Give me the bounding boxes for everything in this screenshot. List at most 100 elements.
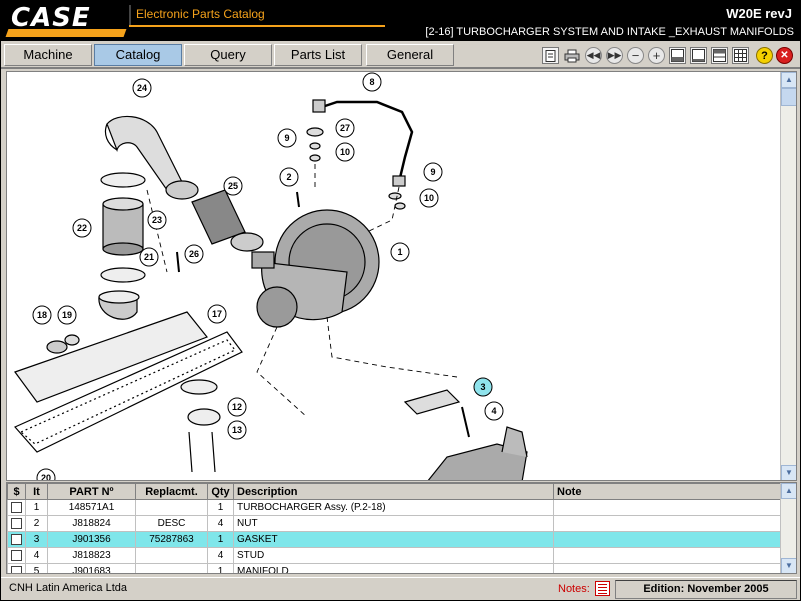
notes-icon[interactable] xyxy=(595,581,610,596)
tab-general[interactable]: General xyxy=(366,44,454,66)
callout-9b[interactable]: 9 xyxy=(423,162,443,182)
svg-text:17: 17 xyxy=(212,309,222,319)
table-row[interactable]: 1 148571A1 1 TURBOCHARGER Assy. (P.2-18) xyxy=(7,499,782,516)
full-view-icon[interactable] xyxy=(690,47,707,64)
svg-text:26: 26 xyxy=(189,249,199,259)
table-row-selected[interactable]: 3 J901356 75287863 1 GASKET xyxy=(7,531,782,548)
callout-20[interactable]: 20 xyxy=(36,468,56,481)
exploded-view-drawing: 24 8 27 9 10 2 25 9 10 1 22 23 26 21 18 … xyxy=(14,72,528,481)
grid-icon[interactable] xyxy=(732,47,749,64)
col-select[interactable]: $ xyxy=(7,483,26,500)
callout-12[interactable]: 12 xyxy=(227,397,247,417)
callout-13[interactable]: 13 xyxy=(227,420,247,440)
callout-1[interactable]: 1 xyxy=(390,242,410,262)
cell-item: 2 xyxy=(25,515,48,532)
rewind-icon[interactable]: ◀◀ xyxy=(585,47,602,64)
svg-text:21: 21 xyxy=(144,252,154,262)
callout-24[interactable]: 24 xyxy=(132,78,152,98)
svg-text:13: 13 xyxy=(232,425,242,435)
row-checkbox[interactable] xyxy=(11,517,22,529)
callout-21[interactable]: 21 xyxy=(139,247,159,267)
scroll-up-arrow-icon[interactable]: ▲ xyxy=(781,72,796,88)
cell-part: J901356 xyxy=(47,531,136,548)
cell-qty: 4 xyxy=(207,547,234,564)
svg-text:4: 4 xyxy=(491,406,496,416)
callout-17[interactable]: 17 xyxy=(207,304,227,324)
row-checkbox[interactable] xyxy=(11,533,22,545)
svg-text:23: 23 xyxy=(152,215,162,225)
cell-note xyxy=(553,531,782,548)
tab-query[interactable]: Query xyxy=(184,44,272,66)
tab-catalog[interactable]: Catalog xyxy=(94,44,182,66)
col-qty[interactable]: Qty xyxy=(207,483,234,500)
cell-item: 3 xyxy=(25,531,48,548)
cell-note xyxy=(553,515,782,532)
callout-3[interactable]: 3 xyxy=(473,377,493,397)
cell-replacement xyxy=(135,499,208,516)
edition-label: Edition: November 2005 xyxy=(615,580,797,599)
row-checkbox[interactable] xyxy=(11,565,22,573)
callout-23[interactable]: 23 xyxy=(147,210,167,230)
svg-text:9: 9 xyxy=(284,133,289,143)
scroll-down-arrow-icon[interactable]: ▼ xyxy=(781,558,796,573)
tab-parts-list[interactable]: Parts List xyxy=(274,44,362,66)
callout-26[interactable]: 26 xyxy=(184,244,204,264)
callout-9[interactable]: 9 xyxy=(277,128,297,148)
row-checkbox[interactable] xyxy=(11,501,22,513)
fast-forward-icon[interactable]: ▶▶ xyxy=(606,47,623,64)
table-row[interactable]: 5 J901683 1 MANIFOLD xyxy=(7,563,782,573)
scroll-down-arrow-icon[interactable]: ▼ xyxy=(781,465,796,480)
callout-4[interactable]: 4 xyxy=(484,401,504,421)
drawing-scrollbar[interactable]: ▲ ▼ xyxy=(780,72,796,480)
svg-text:25: 25 xyxy=(228,181,238,191)
scroll-up-arrow-icon[interactable]: ▲ xyxy=(781,483,796,499)
svg-text:18: 18 xyxy=(37,310,47,320)
cell-qty: 1 xyxy=(207,563,234,573)
col-part-number[interactable]: PART Nº xyxy=(47,483,136,500)
callout-22[interactable]: 22 xyxy=(72,218,92,238)
col-item[interactable]: It xyxy=(25,483,48,500)
svg-text:22: 22 xyxy=(77,223,87,233)
help-icon[interactable]: ? xyxy=(756,47,773,64)
col-replacement[interactable]: Replacmt. xyxy=(135,483,208,500)
callout-10b[interactable]: 10 xyxy=(419,188,439,208)
page-icon[interactable] xyxy=(542,47,559,64)
cell-item: 4 xyxy=(25,547,48,564)
col-note[interactable]: Note xyxy=(553,483,782,500)
notes-label: Notes: xyxy=(558,583,590,595)
callout-2[interactable]: 2 xyxy=(279,167,299,187)
table-scrollbar[interactable]: ▲ ▼ xyxy=(780,483,796,573)
callout-18[interactable]: 18 xyxy=(32,305,52,325)
callout-8[interactable]: 8 xyxy=(362,72,382,92)
cell-replacement: DESC xyxy=(135,515,208,532)
cell-qty: 4 xyxy=(207,515,234,532)
col-description[interactable]: Description xyxy=(233,483,554,500)
cell-part: J818823 xyxy=(47,547,136,564)
printer-icon[interactable] xyxy=(563,47,580,64)
table-row[interactable]: 4 J818823 4 STUD xyxy=(7,547,782,564)
app-title: Electronic Parts Catalog xyxy=(129,5,374,25)
parts-diagram[interactable]: 24 8 27 9 10 2 25 9 10 1 22 23 26 21 18 … xyxy=(6,71,797,481)
zoom-in-icon[interactable]: + xyxy=(648,47,665,64)
svg-text:10: 10 xyxy=(340,147,350,157)
scroll-thumb[interactable] xyxy=(781,88,796,106)
split-view-top-icon[interactable] xyxy=(711,47,728,64)
cell-description: TURBOCHARGER Assy. (P.2-18) xyxy=(233,499,554,516)
svg-text:27: 27 xyxy=(340,123,350,133)
close-icon[interactable]: ✕ xyxy=(776,47,793,64)
cell-qty: 1 xyxy=(207,531,234,548)
tab-machine[interactable]: Machine xyxy=(4,44,92,66)
row-checkbox[interactable] xyxy=(11,549,22,561)
cell-part: 148571A1 xyxy=(47,499,136,516)
split-view-bottom-icon[interactable] xyxy=(669,47,686,64)
zoom-out-icon[interactable]: − xyxy=(627,47,644,64)
callout-19[interactable]: 19 xyxy=(57,305,77,325)
cell-replacement: 75287863 xyxy=(135,531,208,548)
svg-text:8: 8 xyxy=(369,77,374,87)
callout-25[interactable]: 25 xyxy=(223,176,243,196)
table-row[interactable]: 2 J818824 DESC 4 NUT xyxy=(7,515,782,532)
callout-10[interactable]: 10 xyxy=(335,142,355,162)
callout-27[interactable]: 27 xyxy=(335,118,355,138)
parts-list-table: $ It PART Nº Replacmt. Qty Description N… xyxy=(6,482,797,574)
svg-text:2: 2 xyxy=(286,172,291,182)
